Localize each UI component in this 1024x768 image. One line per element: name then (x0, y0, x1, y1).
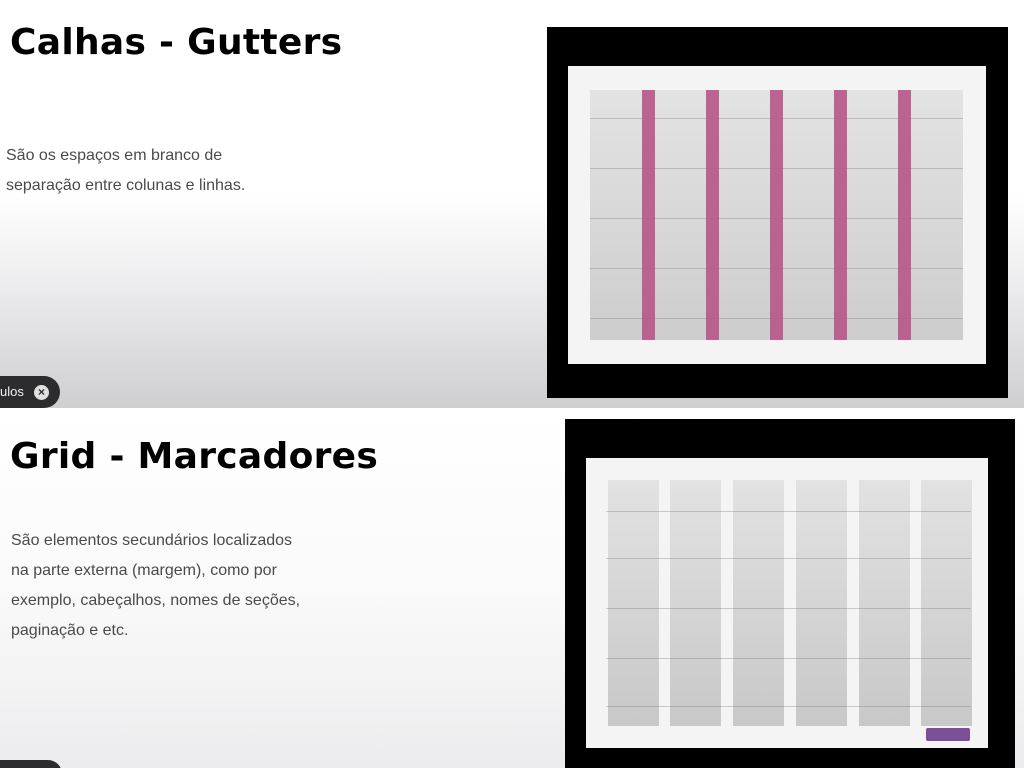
subtitles-chip[interactable] (0, 760, 62, 768)
grid-row-line (606, 706, 971, 707)
grid-row-line (606, 608, 971, 609)
grid-row-line (606, 511, 971, 512)
slide-calhas-gutters: Calhas - Gutters São os espaços em branc… (0, 0, 1024, 408)
description-line: na parte externa (margem), como por (11, 562, 277, 579)
slide-description: São os espaços em branco de separação en… (6, 141, 245, 201)
markers-illustration (565, 419, 1015, 768)
grid-row-line (606, 658, 971, 659)
gutters-illustration (547, 27, 1008, 398)
gutter-bar (770, 90, 783, 340)
page-marker (926, 728, 970, 741)
slide-description: São elementos secundários localizados na… (11, 526, 300, 646)
chip-label: ulos (0, 384, 24, 399)
grid-column (796, 480, 847, 726)
description-line: paginação e etc. (11, 622, 129, 639)
description-line: exemplo, cabeçalhos, nomes de seções, (11, 592, 301, 609)
grid-column (670, 480, 721, 726)
description-line: São elementos secundários localizados (11, 532, 293, 549)
description-line: São os espaços em branco de (6, 147, 223, 164)
illustration-page (568, 66, 986, 364)
description-line: separação entre colunas e linhas. (6, 177, 246, 194)
grid-column (921, 480, 972, 726)
gutter-bar (706, 90, 719, 340)
gutter-bar (898, 90, 911, 340)
slide-grid-marcadores: Grid - Marcadores São elementos secundár… (0, 408, 1024, 768)
grid-column (733, 480, 784, 726)
grid-area (590, 90, 963, 340)
grid-column (608, 480, 659, 726)
grid-row-line (606, 558, 971, 559)
grid-column (859, 480, 910, 726)
illustration-page (586, 458, 988, 748)
slide-title: Calhas - Gutters (10, 22, 343, 63)
gutter-bar (642, 90, 655, 340)
close-icon[interactable]: × (34, 385, 49, 400)
subtitles-chip[interactable]: ulos × (0, 376, 60, 408)
slide-title: Grid - Marcadores (10, 436, 379, 477)
gutter-bar (834, 90, 847, 340)
